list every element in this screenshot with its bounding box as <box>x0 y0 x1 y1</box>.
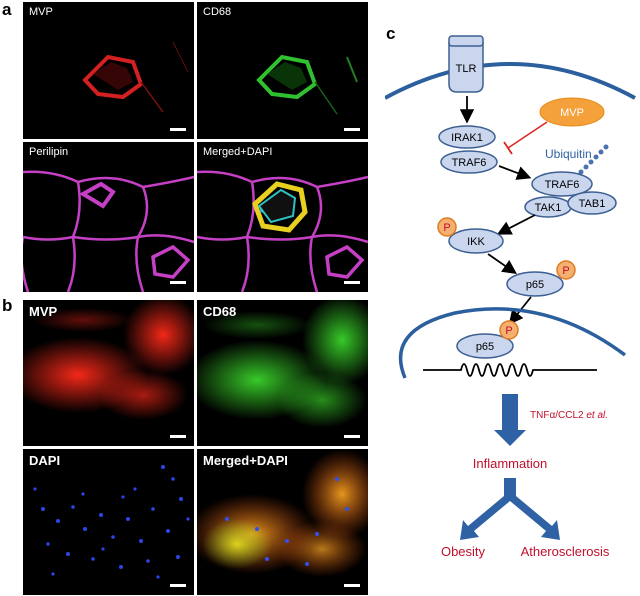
panel-letter-a: a <box>2 0 12 19</box>
tile-label: Perilipin <box>29 146 69 158</box>
p65-nuclear-node <box>456 333 514 359</box>
tlr-receptor <box>448 35 484 93</box>
pathway-diagram: TLR IRAK1 TRAF6 MVP Ubiquitin TRAF6 TAK1… <box>385 35 636 559</box>
nucleus-membrane <box>398 307 627 379</box>
ubiquitin-chain <box>578 144 609 175</box>
micrograph-mvp-a: MVP <box>23 2 194 139</box>
tile-label: CD68 <box>203 6 232 18</box>
branch-arrows <box>460 478 560 540</box>
scale-bar <box>170 435 186 438</box>
micrograph-dapi-b: DAPI <box>23 449 194 595</box>
traf6-complex-node <box>531 171 593 197</box>
cytokines-label: TNFα/CCL2 et al. <box>530 410 608 421</box>
tile-label: MVP <box>29 6 53 18</box>
tile-label: Merged+DAPI <box>203 146 273 158</box>
micrograph-merged-a: Merged+DAPI <box>197 142 368 292</box>
traf6-complex-label: TRAF6 <box>545 179 580 191</box>
phospho-p65 <box>556 260 576 280</box>
tak1-label: TAK1 <box>535 202 562 214</box>
inhibition-line <box>507 121 548 149</box>
inflammation-label: Inflammation <box>473 456 547 471</box>
mvp-node <box>539 97 605 127</box>
p65-nuclear-label: p65 <box>476 341 494 353</box>
scale-bar <box>344 435 360 438</box>
mvp-label: MVP <box>560 107 584 119</box>
atherosclerosis-label: Atherosclerosis <box>521 544 610 559</box>
tile-label: MVP <box>29 304 58 319</box>
p65-node <box>506 271 564 297</box>
scale-bar <box>170 584 186 587</box>
tile-label: CD68 <box>203 304 237 319</box>
scale-bar <box>170 128 186 131</box>
irak1-label: IRAK1 <box>451 132 483 144</box>
traf6-label: TRAF6 <box>452 157 487 169</box>
micrograph-mvp-b: MVP <box>23 300 194 446</box>
output-arrow <box>494 394 526 446</box>
dna-strand <box>423 363 597 377</box>
panel-letter-b: b <box>2 296 13 315</box>
obesity-label: Obesity <box>441 544 486 559</box>
phospho-p65-nuclear <box>499 320 519 340</box>
phospho-ikk-label: P <box>443 222 450 234</box>
ikk-label: IKK <box>467 236 485 248</box>
phospho-ikk <box>437 217 457 237</box>
ubiquitin-label: Ubiquitin <box>545 147 592 161</box>
phospho-p65-label: P <box>562 265 569 277</box>
cell-membrane <box>385 62 636 100</box>
p65-label: p65 <box>526 279 544 291</box>
micrograph-perilipin-a: Perilipin <box>23 142 194 292</box>
scale-bar <box>344 584 360 587</box>
micrograph-merged-b: Merged+DAPI <box>197 449 368 595</box>
scale-bar <box>344 281 360 284</box>
micrograph-cd68-b: CD68 <box>197 300 368 446</box>
phospho-p65-nuclear-label: P <box>505 325 512 337</box>
ikk-node <box>448 228 504 254</box>
tab1-label: TAB1 <box>579 198 606 210</box>
panel-letter-c: c <box>386 24 396 43</box>
tile-label: DAPI <box>29 453 61 468</box>
micrograph-cd68-a: CD68 <box>197 2 368 139</box>
tile-label: Merged+DAPI <box>203 453 288 468</box>
tlr-label: TLR <box>456 63 477 75</box>
scale-bar <box>344 128 360 131</box>
scale-bar <box>170 281 186 284</box>
traf6-node <box>440 150 498 174</box>
irak1-node <box>438 125 496 149</box>
tab1-node <box>567 191 617 215</box>
